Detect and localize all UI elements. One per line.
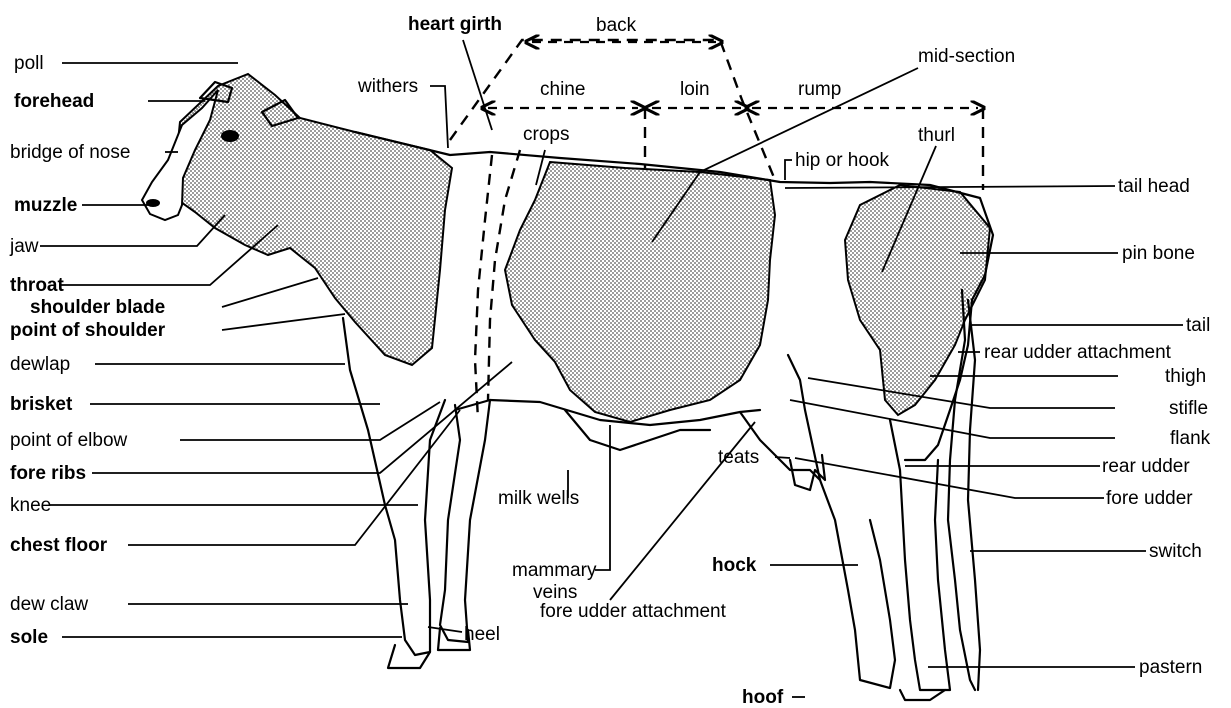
label-forehead: forehead (14, 91, 94, 112)
label-hoof: hoof (742, 687, 784, 708)
label-stifle: stifle (1169, 398, 1208, 419)
label-dewlap: dewlap (10, 354, 70, 375)
leader-fore-ribs (92, 362, 512, 473)
label-rear-udder: rear udder (1102, 456, 1190, 477)
label-chest-floor: chest floor (10, 535, 108, 556)
label-thurl: thurl (918, 125, 955, 146)
tail-switch (968, 300, 980, 690)
label-rear-udder-attachment: rear udder attachment (984, 342, 1172, 363)
mid-patch (505, 162, 775, 422)
label-hock: hock (712, 555, 757, 576)
label-withers: withers (357, 76, 418, 97)
label-rump: rump (798, 79, 841, 100)
label-knee: knee (10, 495, 51, 516)
label-mid-section: mid-section (918, 46, 1015, 67)
label-thigh: thigh (1165, 366, 1206, 387)
leader-jaw (40, 215, 225, 246)
label-shoulder-blade: shoulder blade (30, 297, 165, 318)
leader-hip-or-hook (785, 160, 792, 180)
label-hip-or-hook: hip or hook (795, 150, 890, 171)
head-patch (175, 74, 452, 365)
label-pastern: pastern (1139, 657, 1202, 678)
hind-hoof (900, 690, 945, 700)
label-jaw: jaw (9, 236, 39, 257)
front-leg-right (440, 400, 490, 642)
label-crops: crops (523, 124, 569, 145)
leader-teats (775, 457, 790, 458)
leader-stifle (808, 378, 1115, 408)
label-chine: chine (540, 79, 585, 100)
label-tail: tail (1186, 315, 1210, 336)
label-muzzle: muzzle (14, 195, 77, 216)
label-sole: sole (10, 627, 48, 648)
label-heart-girth: heart girth (408, 14, 502, 35)
label-heel: heel (464, 624, 500, 645)
label-bridge-of-nose: bridge of nose (10, 142, 130, 163)
label-poll: poll (14, 53, 44, 74)
label-tail-head: tail head (1118, 176, 1190, 197)
nostril (146, 199, 160, 207)
leader-withers (430, 86, 448, 148)
label-brisket: brisket (10, 394, 73, 415)
label-loin: loin (680, 79, 710, 100)
label-switch: switch (1149, 541, 1202, 562)
leader-shoulder-blade (222, 278, 318, 307)
front-hoof-left (388, 645, 430, 668)
label-point-of-shoulder: point of shoulder (10, 320, 166, 341)
label-back: back (596, 15, 637, 36)
label-mammary: mammary (512, 560, 597, 581)
label-fore-ribs: fore ribs (10, 463, 86, 484)
leader-heel (428, 627, 462, 632)
label-teats: teats (718, 447, 759, 468)
leader-tail-head (785, 186, 1115, 188)
eye (221, 130, 239, 142)
label-milk-wells: milk wells (498, 488, 579, 509)
leader-point-of-shoulder (222, 314, 345, 330)
label-throat: throat (10, 275, 65, 296)
label-point-of-elbow: point of elbow (10, 430, 128, 451)
label-veins: veins (533, 582, 577, 603)
label-pin-bone: pin bone (1122, 243, 1195, 264)
label-fore-udder: fore udder (1106, 488, 1193, 509)
leader-chest-floor (128, 410, 460, 545)
hind-leg-near (788, 355, 895, 688)
leader-point-of-elbow (180, 402, 440, 440)
label-dew-claw: dew claw (10, 594, 88, 615)
label-flank: flank (1170, 428, 1211, 449)
label-fore-udder-attachment: fore udder attachment (540, 601, 727, 622)
